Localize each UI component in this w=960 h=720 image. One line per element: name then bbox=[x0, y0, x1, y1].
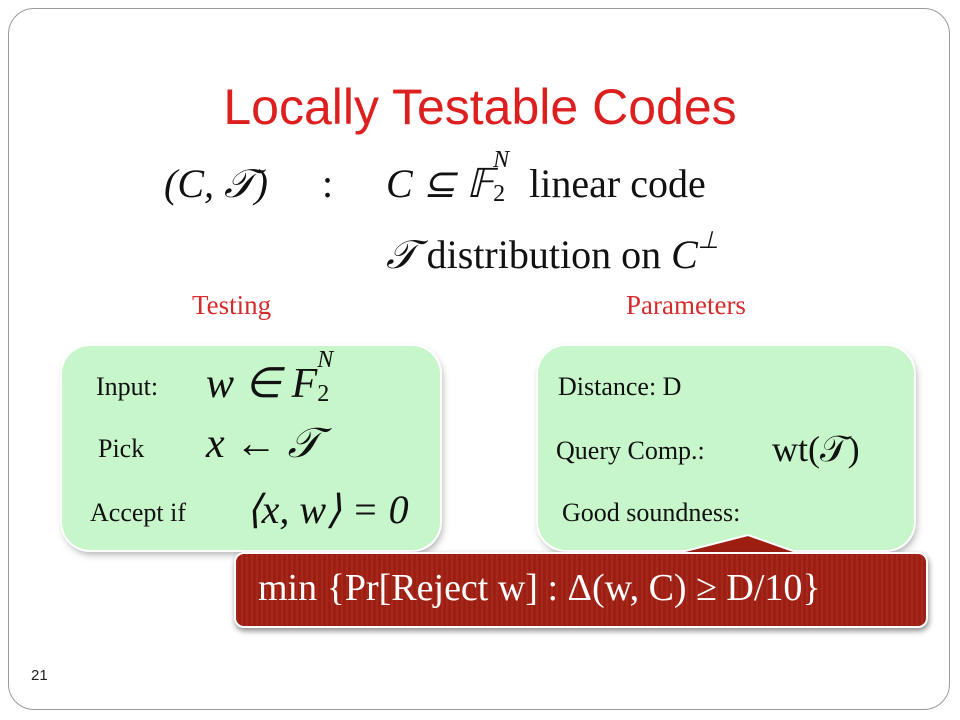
testing-box bbox=[62, 346, 440, 550]
testing-heading: Testing bbox=[192, 290, 272, 320]
input-field-exponent: N bbox=[317, 347, 334, 373]
pick-label: Pick bbox=[98, 434, 145, 463]
accept-label: Accept if bbox=[90, 498, 187, 527]
distance-label: Distance: D bbox=[558, 372, 682, 401]
accept-math: ⟨x, w⟩ = 0 bbox=[246, 487, 409, 532]
soundness-formula: min {Pr[Reject w] : Δ(w, C) ≥ D/10} bbox=[258, 567, 821, 609]
soundness-callout bbox=[234, 552, 928, 628]
soundness-label: Good soundness: bbox=[562, 498, 741, 527]
field-subscript: 2 bbox=[493, 181, 506, 207]
pick-math: x ← 𝒯 bbox=[206, 421, 320, 467]
query-complexity-label: Query Comp.: bbox=[556, 436, 705, 465]
parameters-box bbox=[538, 346, 914, 550]
parameters-heading: Parameters bbox=[626, 290, 746, 320]
code-tester-pair: (C, 𝒯) bbox=[164, 161, 268, 206]
linear-code-text: linear code bbox=[519, 161, 706, 206]
definition-line-2: 𝒯 distribution on C⊥ bbox=[386, 226, 719, 278]
slide-title: Locally Testable Codes bbox=[223, 79, 737, 135]
field-exponent: N bbox=[493, 147, 510, 173]
input-math-expr: w ∈ F bbox=[206, 361, 318, 407]
dual-superscript: ⊥ bbox=[697, 228, 719, 254]
input-field-subscript: 2 bbox=[317, 381, 330, 407]
page-number: 21 bbox=[31, 667, 48, 684]
query-complexity-math: wt(𝒯) bbox=[772, 429, 860, 469]
definition-colon: : bbox=[322, 161, 334, 206]
tester-symbol: 𝒯 bbox=[386, 232, 417, 277]
callout-pointer bbox=[661, 533, 811, 557]
input-label: Input: bbox=[96, 372, 159, 401]
code-subset-expr: C ⊆ 𝔽 bbox=[386, 161, 494, 206]
dual-code-symbol: C bbox=[671, 232, 698, 277]
slide-frame bbox=[8, 8, 950, 710]
distribution-text: distribution on bbox=[416, 232, 672, 277]
